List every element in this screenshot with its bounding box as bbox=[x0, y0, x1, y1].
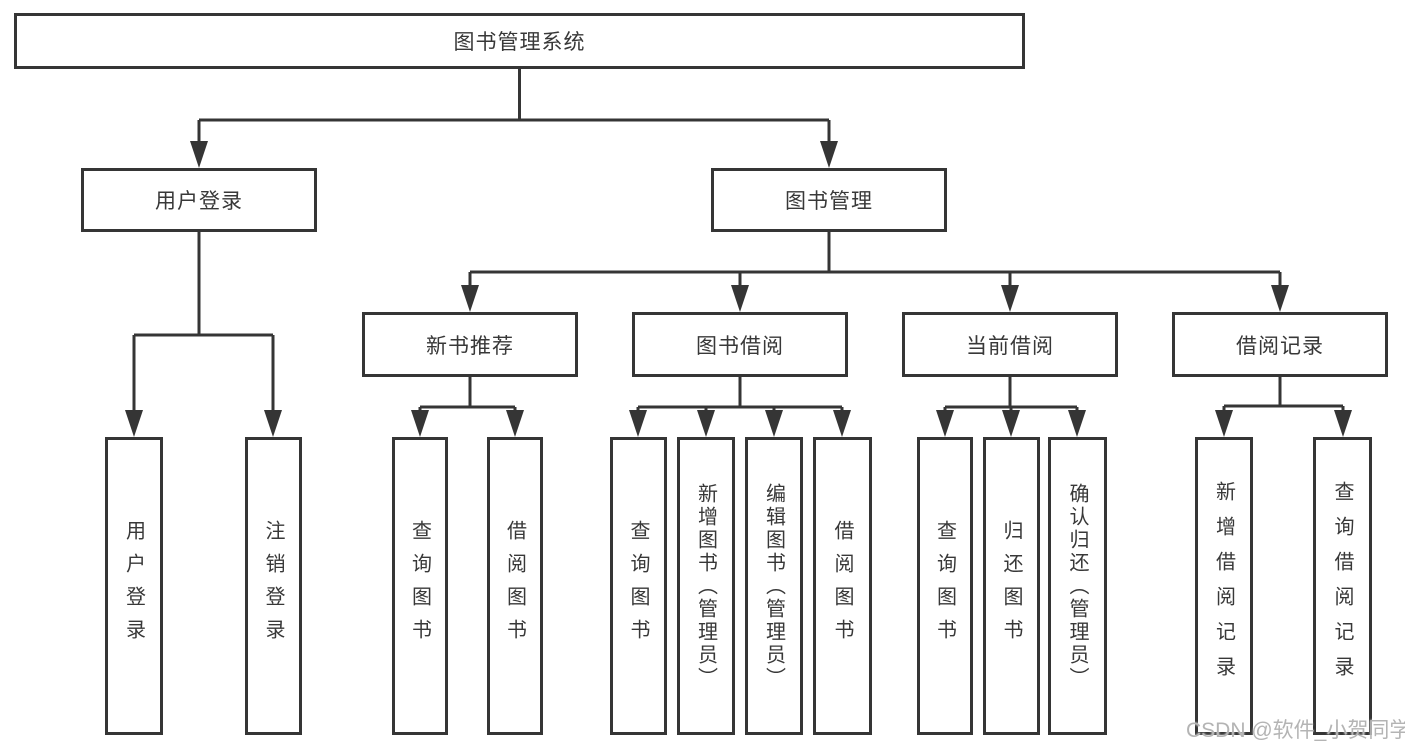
leaf-query-books-current: 查询图书 bbox=[917, 437, 973, 735]
leaf-logout: 注销登录 bbox=[245, 437, 302, 735]
node-new-book-recommend: 新书推荐 bbox=[362, 312, 578, 377]
arrowhead-icon bbox=[820, 141, 838, 168]
arrowhead-icon bbox=[936, 410, 954, 437]
csdn-watermark: CSDN @软件_小贺同学 bbox=[1186, 719, 1405, 742]
node-book-management: 图书管理 bbox=[711, 168, 947, 232]
arrowhead-icon bbox=[411, 410, 429, 437]
connector-root-to-level2 bbox=[197, 69, 831, 146]
leaf-label: 编辑图书（管理员） bbox=[762, 482, 785, 690]
arrowhead-icon bbox=[1271, 285, 1289, 312]
arrowhead-icon bbox=[190, 141, 208, 168]
arrowhead-icon bbox=[461, 285, 479, 312]
connector-borrow-records-group bbox=[1222, 377, 1345, 415]
arrowhead-icon bbox=[1215, 410, 1233, 437]
connector-book-borrow-group bbox=[636, 377, 844, 415]
arrowhead-icon bbox=[833, 410, 851, 437]
leaf-query-borrow-record: 查询借阅记录 bbox=[1313, 437, 1372, 735]
leaf-confirm-return-admin: 确认归还（管理员） bbox=[1048, 437, 1107, 735]
leaf-query-books-recommend: 查询图书 bbox=[392, 437, 448, 735]
connector-book-management-to-level3 bbox=[468, 232, 1282, 290]
arrowhead-icon bbox=[1334, 410, 1352, 437]
arrowhead-icon bbox=[264, 410, 282, 437]
leaf-label: 归还图书 bbox=[1000, 520, 1022, 652]
node-root: 图书管理系统 bbox=[14, 13, 1025, 69]
leaf-label: 用户登录 bbox=[122, 520, 145, 652]
arrowhead-icon bbox=[697, 410, 715, 437]
leaf-edit-book-admin: 编辑图书（管理员） bbox=[745, 437, 803, 735]
leaf-query-books-borrow: 查询图书 bbox=[610, 437, 667, 735]
leaf-return-book: 归还图书 bbox=[983, 437, 1040, 735]
leaf-label: 查询借阅记录 bbox=[1331, 481, 1353, 691]
leaf-label: 借阅图书 bbox=[503, 520, 526, 652]
arrowhead-icon bbox=[731, 285, 749, 312]
connector-user-login-group bbox=[132, 232, 275, 415]
leaf-label: 借阅图书 bbox=[831, 520, 853, 652]
arrowhead-icon bbox=[629, 410, 647, 437]
leaf-borrow-books-recommend: 借阅图书 bbox=[487, 437, 543, 735]
leaf-add-book-admin: 新增图书（管理员） bbox=[677, 437, 735, 735]
arrowhead-icon bbox=[1068, 410, 1086, 437]
leaf-label: 查询图书 bbox=[408, 520, 431, 652]
arrowhead-icon bbox=[125, 410, 143, 437]
connector-current-borrow-group bbox=[943, 377, 1079, 415]
node-user-login: 用户登录 bbox=[81, 168, 317, 232]
leaf-label: 查询图书 bbox=[933, 520, 956, 652]
arrowhead-icon bbox=[1001, 285, 1019, 312]
arrowhead-icons bbox=[125, 141, 1352, 437]
leaf-label: 查询图书 bbox=[627, 520, 649, 652]
arrowhead-icon bbox=[1002, 410, 1020, 437]
leaf-label: 确认归还（管理员） bbox=[1066, 482, 1088, 690]
leaf-label: 新增图书（管理员） bbox=[694, 482, 717, 690]
arrowhead-icon bbox=[765, 410, 783, 437]
arrowhead-icon bbox=[506, 410, 524, 437]
connector-new-book-group bbox=[418, 377, 517, 415]
node-book-borrow: 图书借阅 bbox=[632, 312, 848, 377]
leaf-label: 新增借阅记录 bbox=[1212, 481, 1235, 691]
leaf-user-login: 用户登录 bbox=[105, 437, 163, 735]
leaf-borrow-books: 借阅图书 bbox=[813, 437, 872, 735]
leaf-label: 注销登录 bbox=[262, 520, 284, 652]
node-borrow-records: 借阅记录 bbox=[1172, 312, 1388, 377]
node-current-borrow: 当前借阅 bbox=[902, 312, 1118, 377]
leaf-add-borrow-record: 新增借阅记录 bbox=[1195, 437, 1253, 735]
